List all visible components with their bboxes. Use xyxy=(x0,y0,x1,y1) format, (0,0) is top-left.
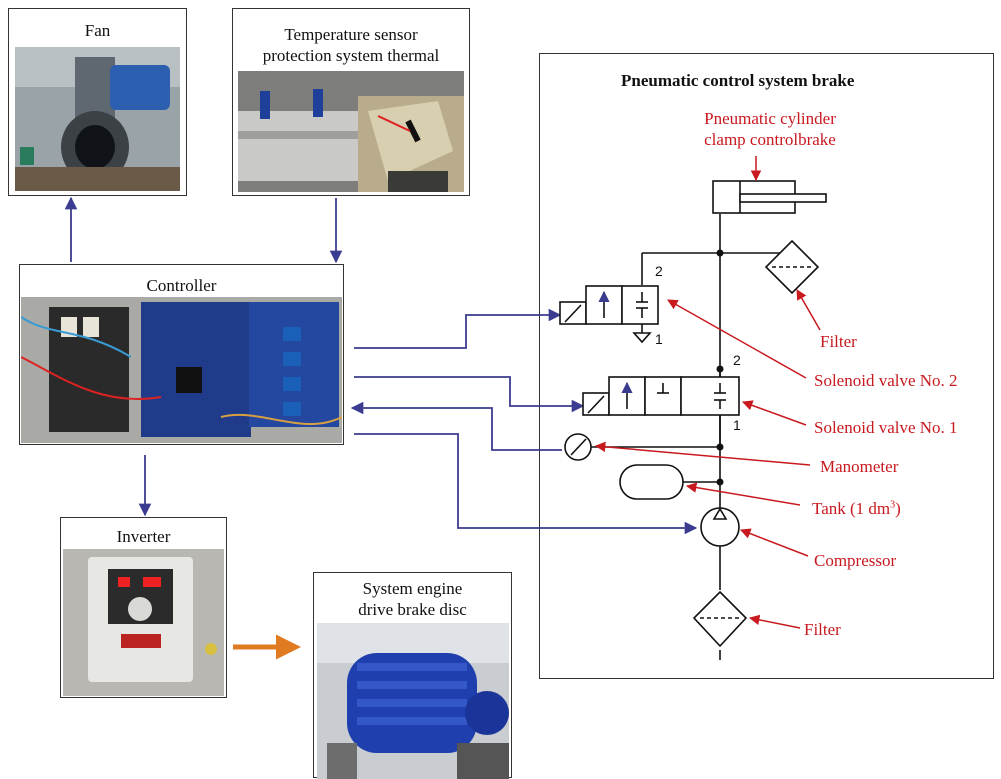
manometer-pointer xyxy=(596,446,810,465)
solenoid-valve-1-label: Solenoid valve No. 1 xyxy=(814,418,958,438)
compressor-label: Compressor xyxy=(814,551,896,571)
tank-label-suffix: ) xyxy=(895,499,901,518)
tank-label-prefix: Tank (1 dm xyxy=(812,499,890,518)
filter-bottom-label: Filter xyxy=(804,620,841,640)
tank-symbol xyxy=(620,465,720,499)
arrow-controller-to-valve1 xyxy=(354,377,583,406)
filter-bottom-symbol xyxy=(694,592,746,646)
filter-bottom-pointer xyxy=(750,618,800,628)
manometer-symbol xyxy=(565,434,720,460)
arrow-manometer-to-controller xyxy=(352,408,562,450)
tank-pointer xyxy=(687,486,800,505)
pneumatic-cylinder-symbol xyxy=(713,181,826,213)
valve1-port-1: 1 xyxy=(733,417,741,433)
filter-top-pointer xyxy=(797,290,820,330)
arrow-controller-to-valve2 xyxy=(354,315,560,348)
solenoid-1-pointer xyxy=(743,402,806,425)
filter-top-label: Filter xyxy=(820,332,857,352)
solenoid-valve-1-symbol xyxy=(583,377,739,415)
tank-label: Tank (1 dm3) xyxy=(812,499,901,519)
solenoid-valve-2-label: Solenoid valve No. 2 xyxy=(814,371,958,391)
filter-top-symbol xyxy=(766,241,818,293)
valve2-port-1: 1 xyxy=(655,331,663,347)
solenoid-valve-2-symbol xyxy=(560,286,658,342)
valve1-port-2: 2 xyxy=(733,352,741,368)
compressor-symbol xyxy=(701,508,739,546)
valve2-port-2: 2 xyxy=(655,263,663,279)
manometer-label: Manometer xyxy=(820,457,898,477)
compressor-pointer xyxy=(741,530,808,556)
